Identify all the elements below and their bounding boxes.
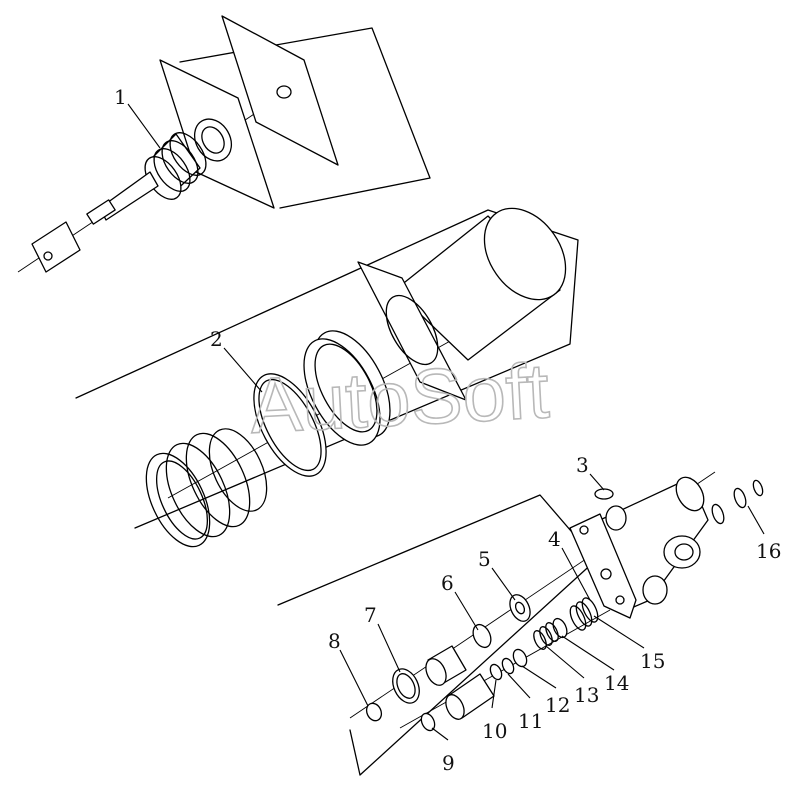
callout-6: 6 — [441, 571, 454, 595]
callout-7: 7 — [364, 603, 377, 627]
clevis-pin-hole — [43, 251, 53, 261]
part-9-ring — [420, 712, 436, 732]
plate-hole — [276, 85, 292, 99]
diaphragm-piston-groove — [314, 343, 378, 433]
callout-9: 9 — [442, 751, 455, 775]
panel-middle — [75, 209, 579, 529]
valve-port — [663, 535, 701, 569]
outlet-boss — [642, 575, 668, 605]
valve-piston-end — [425, 658, 447, 686]
push-rod-assembly — [17, 15, 431, 273]
part-3-ring — [594, 488, 614, 500]
callout-2: 2 — [210, 327, 223, 351]
part-10-ring — [489, 663, 503, 681]
mounting-flange — [569, 513, 637, 619]
valve-assembly — [277, 471, 764, 776]
flange-bolt-hole-3 — [615, 595, 625, 605]
part-5-washer — [509, 594, 531, 622]
callout-labels: 1 2 3 4 5 6 7 8 9 10 11 12 13 14 15 16 — [114, 85, 781, 775]
end-nut — [711, 503, 725, 525]
callout-11: 11 — [518, 709, 543, 733]
chamber-flange-opening — [385, 294, 439, 366]
chamber-housing-end — [483, 207, 567, 301]
valve-plunger-end — [445, 694, 465, 720]
leader-lines — [127, 103, 765, 741]
callout-3: 3 — [576, 453, 589, 477]
watermark-text: AutoSoft — [248, 346, 552, 450]
callout-8: 8 — [328, 629, 341, 653]
part-15-spring — [569, 597, 599, 631]
rod-coupling — [86, 199, 116, 225]
valve-body-end — [675, 476, 705, 512]
callout-16: 16 — [756, 539, 781, 563]
callout-13: 13 — [574, 683, 599, 707]
rear-flange-plate — [221, 15, 339, 166]
inlet-boss — [605, 505, 627, 531]
part-8-ring — [365, 702, 383, 722]
part-16-washer — [733, 487, 747, 509]
part-13-spring — [533, 622, 559, 650]
part-11-ring — [501, 657, 515, 675]
part-14-seal — [552, 617, 568, 639]
flange-bolt-hole-1 — [579, 525, 589, 535]
chamber-flange-plate — [357, 261, 467, 401]
part-12-washer — [512, 648, 528, 668]
part-6-ring — [472, 623, 492, 649]
plate-seal-ring-inner — [201, 126, 225, 154]
callout-5: 5 — [478, 547, 491, 571]
part-7-ring-inner — [396, 673, 416, 699]
valve-port-inner — [674, 543, 694, 561]
callout-12: 12 — [545, 693, 570, 717]
callout-15: 15 — [640, 649, 665, 673]
callout-1: 1 — [114, 85, 127, 109]
part-5-washer-hole — [514, 601, 526, 615]
sealing-ring — [253, 373, 327, 477]
callout-10: 10 — [482, 719, 507, 743]
part-16-clip — [752, 479, 764, 497]
spring-chamber-assembly — [75, 207, 579, 548]
clevis — [31, 221, 81, 273]
return-spring — [145, 428, 268, 548]
callout-14: 14 — [604, 671, 629, 695]
callout-4: 4 — [548, 527, 561, 551]
flange-bolt-hole-2 — [600, 568, 612, 580]
sealing-ring-inner — [258, 378, 322, 472]
